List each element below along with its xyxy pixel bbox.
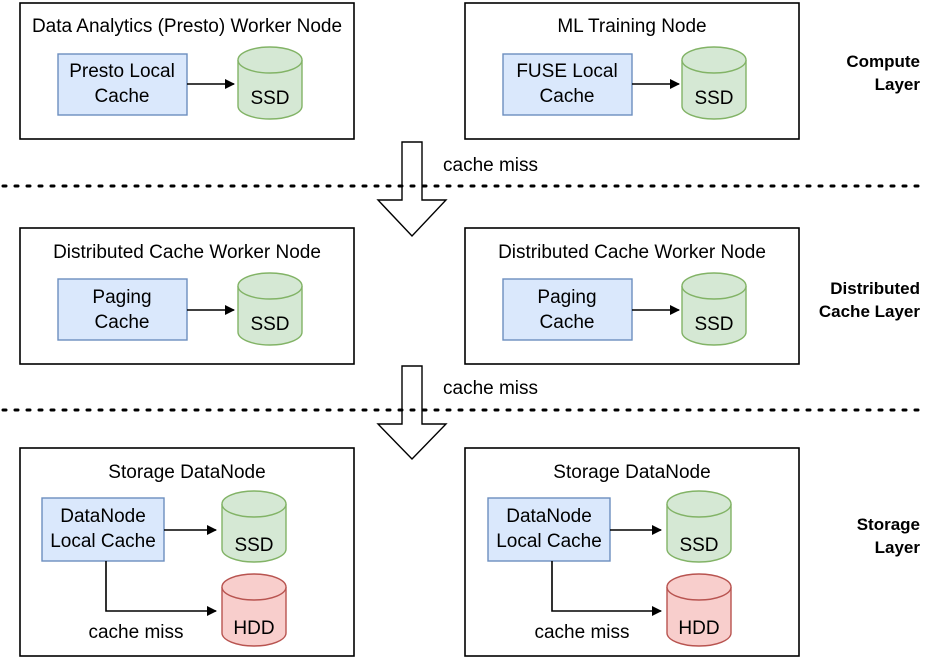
- storage-right-cache-label-2: Local Cache: [496, 531, 602, 552]
- distributed-layer-label-2: Cache Layer: [819, 302, 920, 321]
- storage-left-node-title: Storage DataNode: [108, 462, 265, 483]
- dist-left-cache-label-1: Paging: [92, 287, 151, 308]
- presto-ssd-label: SSD: [250, 88, 289, 109]
- presto-ssd-cylinder: [237, 46, 303, 120]
- dist-left-ssd-cylinder: [237, 272, 303, 346]
- storage-right-hdd-label: HDD: [678, 618, 719, 639]
- storage-left-ssd-label: SSD: [234, 535, 273, 556]
- ml-ssd-label: SSD: [694, 88, 733, 109]
- cache-miss-label-bottom: cache miss: [443, 378, 538, 399]
- storage-left-ssd-cylinder: [221, 490, 287, 563]
- dist-right-ssd-label: SSD: [694, 314, 733, 335]
- dist-right-node-title: Distributed Cache Worker Node: [498, 242, 766, 263]
- storage-right-node-title: Storage DataNode: [553, 462, 710, 483]
- storage-right-cache-to-hdd-arrow: [551, 561, 662, 616]
- presto-cache-label-1: Presto Local: [69, 61, 175, 82]
- storage-left-hdd-label: HDD: [233, 618, 274, 639]
- dist-right-cache-label-2: Cache: [540, 312, 595, 333]
- ml-training-node: ML Training Node FUSE Local Cache SSD: [464, 2, 800, 140]
- dist-left-cache-label-2: Cache: [95, 312, 150, 333]
- distributed-cache-node-left: Distributed Cache Worker Node Paging Cac…: [19, 227, 355, 365]
- fuse-cache-label-1: FUSE Local: [516, 61, 617, 82]
- storage-left-cache-label-2: Local Cache: [50, 531, 156, 552]
- compute-layer-label-1: Compute: [846, 52, 920, 71]
- fuse-cache-label-2: Cache: [540, 86, 595, 107]
- storage-left-cache-miss-label: cache miss: [88, 622, 183, 643]
- storage-left-hdd-cylinder: [221, 573, 287, 647]
- dist-right-cache-label-1: Paging: [537, 287, 596, 308]
- storage-left-cache-label-1: DataNode: [60, 506, 146, 527]
- storage-layer-label-1: Storage: [857, 515, 920, 534]
- compute-layer-label-2: Layer: [875, 75, 921, 94]
- storage-right-cache-miss-label: cache miss: [534, 622, 629, 643]
- storage-right-cache-label-1: DataNode: [506, 506, 592, 527]
- storage-right-ssd-label: SSD: [679, 535, 718, 556]
- storage-right-hdd-cylinder: [666, 573, 732, 647]
- storage-datanode-left: Storage DataNode DataNode Local Cache SS…: [19, 447, 355, 657]
- storage-right-ssd-cylinder: [666, 490, 732, 563]
- cache-miss-flow-arrow-top: [376, 141, 448, 238]
- presto-cache-label-2: Cache: [95, 86, 150, 107]
- storage-left-local-cache-box: [41, 497, 165, 562]
- dist-right-ssd-cylinder: [681, 272, 747, 346]
- distributed-cache-node-right: Distributed Cache Worker Node Paging Cac…: [464, 227, 800, 365]
- distributed-layer-label-1: Distributed: [830, 279, 920, 298]
- presto-worker-node: Data Analytics (Presto) Worker Node Pres…: [19, 2, 355, 140]
- ml-ssd-cylinder: [681, 46, 747, 120]
- ml-node-title: ML Training Node: [557, 16, 706, 37]
- storage-datanode-right: Storage DataNode DataNode Local Cache SS…: [464, 447, 800, 657]
- dist-left-ssd-label: SSD: [250, 314, 289, 335]
- dist-right-paging-cache-box: [502, 278, 633, 341]
- presto-node-title: Data Analytics (Presto) Worker Node: [32, 16, 342, 37]
- presto-local-cache-box: [57, 53, 188, 116]
- storage-layer-label-2: Layer: [875, 538, 921, 557]
- storage-left-cache-to-hdd-arrow: [105, 561, 217, 616]
- dist-left-node-title: Distributed Cache Worker Node: [53, 242, 321, 263]
- cache-miss-label-top: cache miss: [443, 155, 538, 176]
- cache-miss-flow-arrow-bottom: [376, 365, 448, 461]
